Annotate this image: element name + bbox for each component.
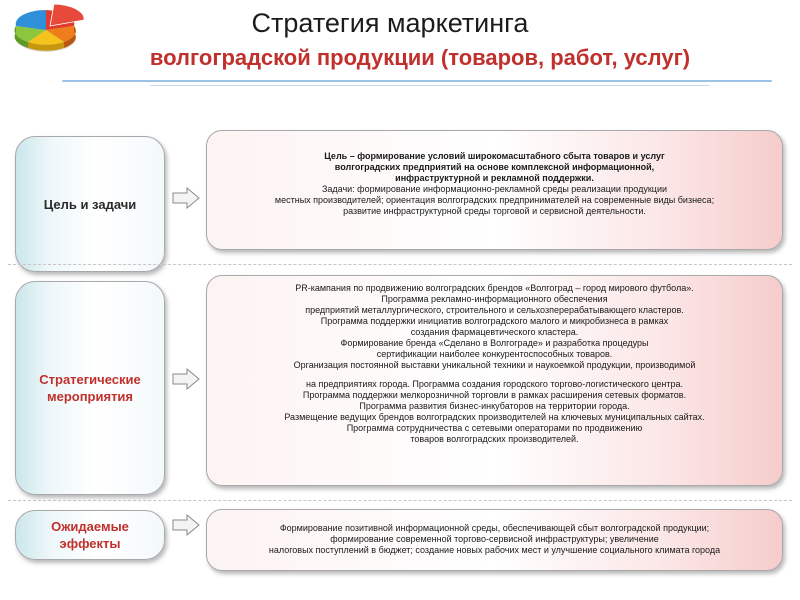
measure-line: предприятий металлургического, строитель… — [305, 305, 684, 315]
goals-line: волгоградских предприятий на основе комп… — [334, 162, 655, 172]
measure-line: Программа поддержки мелкорозничной торго… — [302, 390, 687, 400]
section-divider — [8, 500, 792, 501]
measure-line: сертификации наиболее конкурентоспособны… — [376, 349, 613, 359]
measure-line: Формирование бренда «Сделано в Волгоград… — [340, 338, 649, 348]
arrow-right-icon — [172, 187, 200, 209]
tasks-line: местных производителей; ориентация волго… — [274, 195, 715, 205]
measure-line: на предприятиях города. Программа создан… — [306, 379, 683, 389]
effect-line: Формирование позитивной информационной с… — [279, 523, 710, 533]
measures-label-box: Стратегические мероприятия — [15, 281, 165, 495]
measure-line: товаров волгоградских производителей. — [410, 434, 579, 444]
effect-line: налоговых поступлений в бюджет; создание… — [268, 545, 721, 555]
arrow-right-icon — [172, 368, 200, 390]
page-title: Стратегия маркетинга — [251, 8, 529, 38]
pie-chart-icon — [14, 3, 85, 52]
measures-content-box: PR-кампания по продвижению волгоградских… — [206, 275, 783, 486]
measure-line: Программа поддержки инициатив волгоградс… — [320, 316, 669, 326]
measure-line: Размещение ведущих брендов волгоградских… — [284, 412, 705, 422]
tasks-line: развитие инфраструктурной среды торговой… — [343, 206, 646, 216]
measure-line: Программа развития бизнес-инкубаторов на… — [359, 401, 630, 411]
effects-label: Ожидаемые эффекты — [51, 519, 129, 551]
goals-label: Цель и задачи — [43, 196, 137, 212]
goals-content-box: Цель – формирование условий широкомасшта… — [206, 130, 783, 250]
tasks-line: Задачи: формирование информационно-рекла… — [321, 184, 668, 194]
effects-label-box: Ожидаемые эффекты — [15, 510, 165, 560]
title-underline — [62, 80, 772, 82]
section-divider — [8, 264, 792, 265]
measure-line: Программа рекламно-информационного обесп… — [381, 294, 608, 304]
measure-line: Программа сотрудничества с сетевыми опер… — [346, 423, 643, 433]
goals-line: Цель – формирование условий широкомасшта… — [324, 151, 665, 161]
title-underline-secondary — [150, 85, 710, 86]
measure-line: Организация постоянной выставки уникальн… — [293, 360, 696, 370]
page-subtitle: волгоградской продукции (товаров, работ,… — [149, 45, 691, 70]
arrow-right-icon — [172, 514, 200, 536]
effect-line: формирование современной торгово-сервисн… — [330, 534, 659, 544]
goals-line: инфраструктурной и рекламной поддержки. — [395, 173, 594, 183]
goals-label-box: Цель и задачи — [15, 136, 165, 272]
measure-line: PR-кампания по продвижению волгоградских… — [295, 283, 694, 293]
measures-label: Стратегические мероприятия — [39, 372, 141, 404]
effects-content-box: Формирование позитивной информационной с… — [206, 509, 783, 571]
measure-line: создания фармацевтического кластера. — [410, 327, 579, 337]
